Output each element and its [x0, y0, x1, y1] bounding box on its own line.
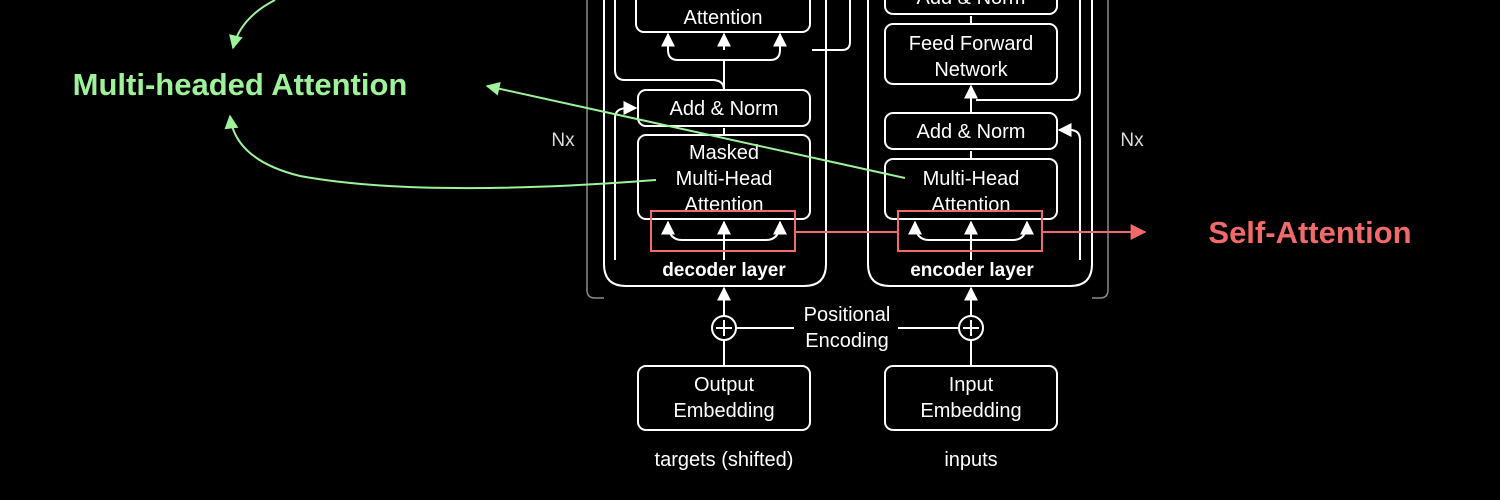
green-arrow-from-decoder-mha	[224, 114, 657, 190]
decoder-layer-label: decoder layer	[662, 260, 786, 281]
encoder-nx-bracket	[1092, 0, 1109, 299]
encoder-outer-residual	[976, 0, 1081, 101]
decoder-nx-label: Nx	[551, 130, 575, 151]
output-embedding-line1: Output	[694, 374, 754, 396]
positional-encoding-line2: Encoding	[805, 330, 888, 352]
encoder-top-add-norm-label: Add & Norm	[917, 0, 1026, 9]
decoder-nx-bracket	[586, 0, 604, 299]
encoder-nx-label: Nx	[1120, 130, 1144, 151]
decoder-lower-residual	[614, 101, 638, 260]
decoder-layer-frame	[603, 0, 827, 287]
targets-caption: targets (shifted)	[655, 449, 794, 471]
decoder-add-norm-box: Add & Norm	[637, 89, 811, 127]
decoder-top-arrow-curve	[667, 49, 781, 61]
green-arrow-top-curve	[229, 0, 276, 50]
decoder-upper-residual	[614, 0, 725, 91]
decoder-masked-mha-box: Masked Multi-Head Attention	[637, 134, 811, 220]
decoder-positional-add	[711, 315, 737, 341]
encoder-positional-add	[958, 315, 984, 341]
encoder-inner-residual	[1057, 123, 1081, 260]
multi-head-callout: Multi-headed Attention	[73, 67, 408, 102]
self-attention-callout: Self-Attention	[1208, 215, 1411, 250]
decoder-mha-line1: Masked	[689, 142, 759, 164]
encoder-mha-line2: Attention	[932, 194, 1011, 216]
input-embedding-line1: Input	[949, 374, 994, 396]
input-embedding-box: Input Embedding	[884, 365, 1058, 431]
encoder-ffn-box: Feed Forward Network	[884, 23, 1058, 85]
decoder-mha-line2: Multi-Head	[676, 168, 773, 190]
encoder-add-norm-label: Add & Norm	[917, 121, 1026, 143]
positional-encoding-line1: Positional	[804, 304, 891, 326]
input-embedding-line2: Embedding	[920, 400, 1021, 422]
decoder-attention-box: Attention	[635, 0, 811, 33]
inputs-caption: inputs	[944, 449, 997, 471]
decoder-add-norm-label: Add & Norm	[670, 98, 779, 120]
encoder-ffn-line1: Feed Forward	[909, 33, 1034, 55]
encoder-ffn-line2: Network	[934, 59, 1008, 81]
decoder-attention-label: Attention	[684, 7, 763, 29]
encoder-top-add-norm-box: Add & Norm	[884, 0, 1058, 15]
output-embedding-line2: Embedding	[673, 400, 774, 422]
encoder-add-norm-box: Add & Norm	[884, 112, 1058, 150]
encoder-layer-frame	[867, 0, 1093, 287]
green-arrow-from-encoder-mha	[485, 81, 906, 179]
encoder-layer-label: encoder layer	[910, 260, 1034, 281]
encoder-mha-line1: Multi-Head	[923, 168, 1020, 190]
decoder-upper-skip	[812, 0, 851, 51]
output-embedding-box: Output Embedding	[637, 365, 811, 431]
decoder-mha-line3: Attention	[685, 194, 764, 216]
